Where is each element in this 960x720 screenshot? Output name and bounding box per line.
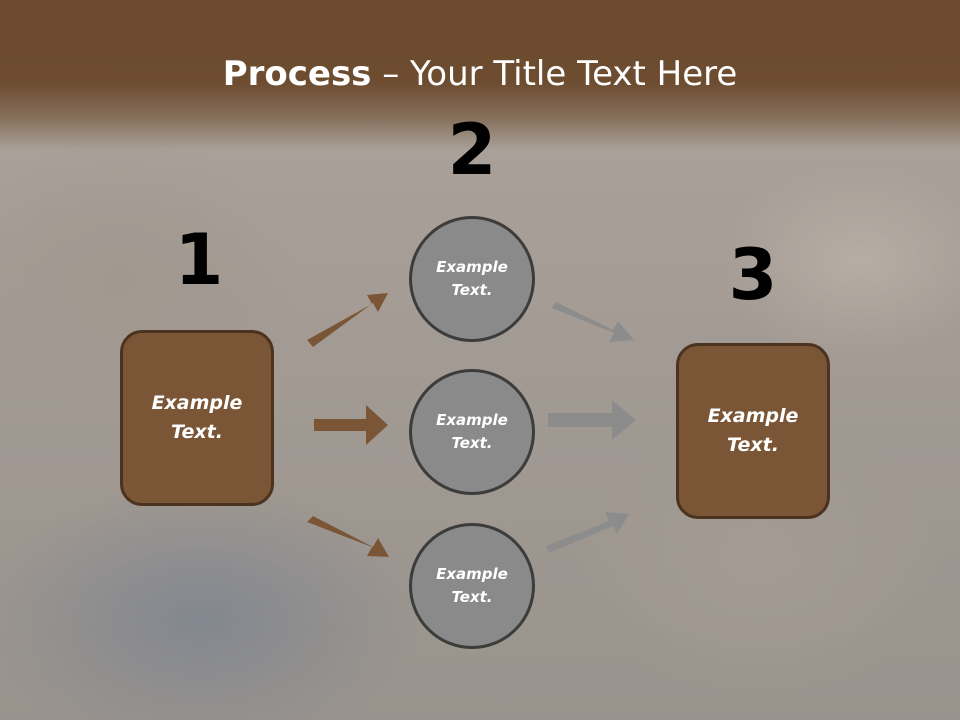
grey-arrow-right xyxy=(548,400,636,440)
step-3-box: Example Text. xyxy=(676,343,830,519)
title-bold: Process xyxy=(222,54,372,94)
brown-arrow-down-right xyxy=(307,516,389,557)
step-3-number: 3 xyxy=(728,234,778,316)
step-1-number: 1 xyxy=(174,219,224,301)
step-2-circle-3: Example Text. xyxy=(409,523,535,649)
step-2-number: 2 xyxy=(447,109,497,191)
title-band xyxy=(0,0,960,150)
step-2-circle-3-text: Example Text. xyxy=(436,565,508,606)
step-1-text: Example Text. xyxy=(151,392,243,443)
step-2-circle-1: Example Text. xyxy=(409,216,535,342)
title-rest: – Your Title Text Here xyxy=(371,54,738,94)
brown-arrow-up-right xyxy=(307,293,388,347)
step-2-circle-2-text: Example Text. xyxy=(436,411,508,452)
step-2-circle-1-text: Example Text. xyxy=(436,258,508,299)
step-1-box: Example Text. xyxy=(120,330,274,506)
grey-arrow-up-right xyxy=(546,512,629,553)
step-2-circle-2: Example Text. xyxy=(409,369,535,495)
slide-title: Process – Your Title Text Here xyxy=(0,52,960,96)
grey-arrow-down-right xyxy=(552,302,634,342)
step-3-text: Example Text. xyxy=(707,405,799,456)
brown-arrow-right xyxy=(314,405,388,445)
